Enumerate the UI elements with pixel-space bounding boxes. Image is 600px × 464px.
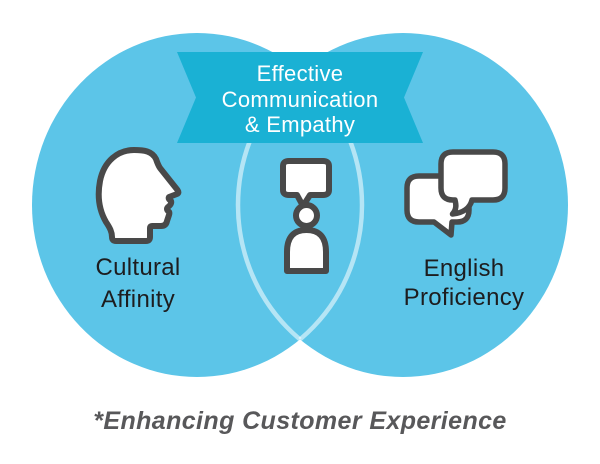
right-label-line-1: English [424,255,505,282]
banner-ribbon: Effective Communication & Empathy [177,52,423,143]
front-bubble-shape [438,149,508,217]
caption-text: *Enhancing Customer Experience [93,407,507,435]
person-body-shape [284,227,329,274]
overlap-arc-right [238,33,365,377]
banner-line-3: & Empathy [245,112,355,137]
speech-bubbles-icon [404,149,508,238]
left-label-line-2: Affinity [101,286,175,313]
person-head-shape [293,202,320,229]
speech-bubble-shape [280,158,332,209]
banner-ribbon-shape [177,52,423,143]
banner-line-1: Effective [257,61,344,86]
left-label-line-1: Cultural [95,254,180,281]
left-circle-label: Cultural Affinity [95,254,180,313]
person-speaking-icon [280,158,332,274]
head-profile-icon [95,147,182,244]
overlap-arc-left [235,33,362,377]
banner-line-2: Communication [222,87,379,112]
right-label-line-2: Proficiency [404,284,525,311]
right-circle-label: English Proficiency [404,255,525,311]
